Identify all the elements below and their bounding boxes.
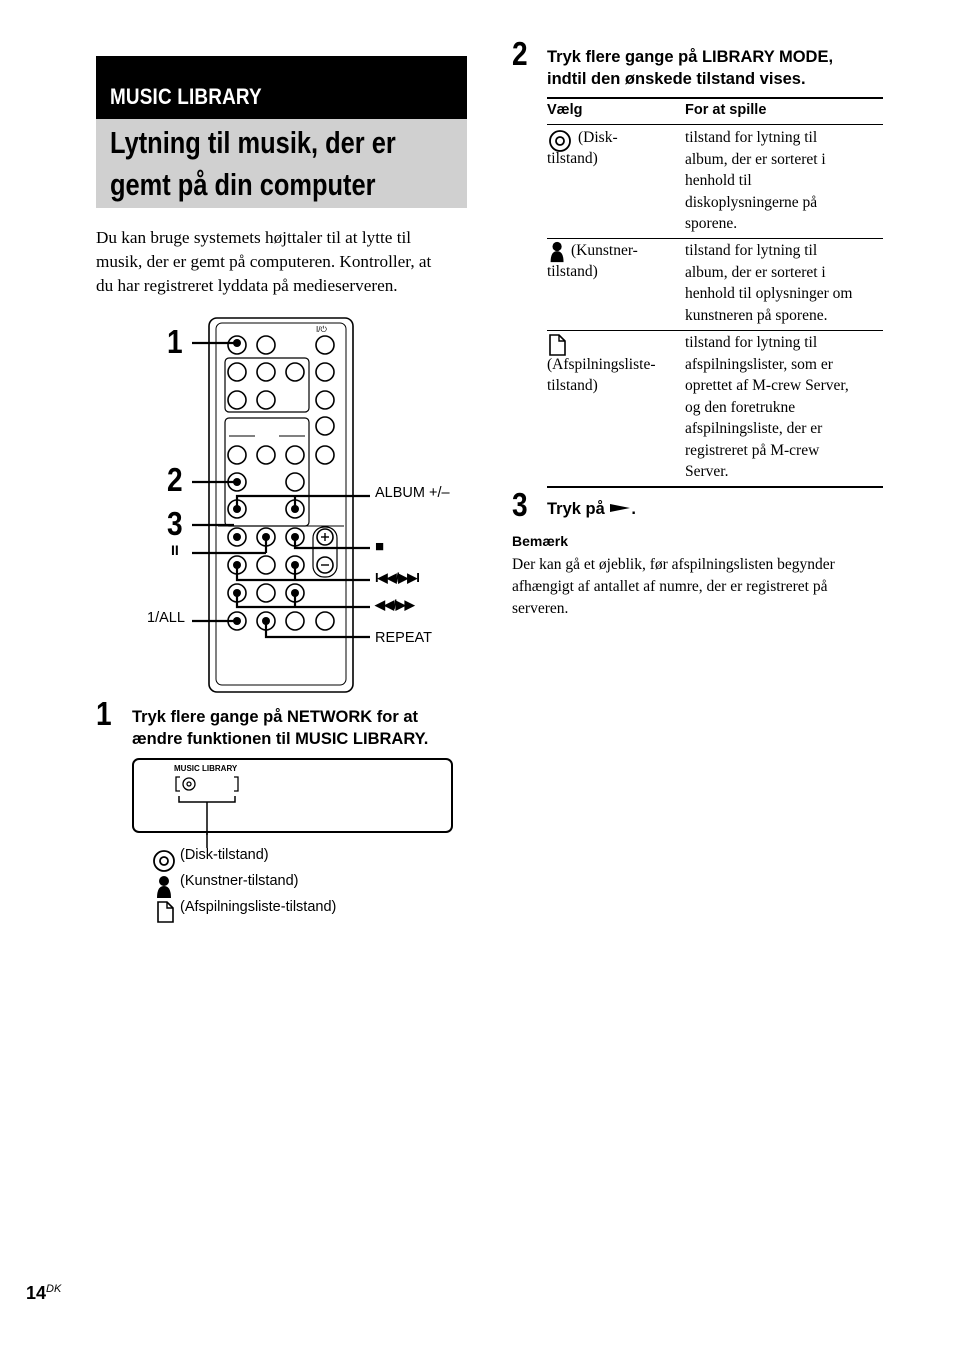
callout-1: 1 (167, 323, 183, 360)
note-body: Der kan gå et øjeblik, før afspilningsli… (512, 554, 872, 620)
step-3-label: Tryk på (547, 500, 605, 518)
desc-line: afspilningslister, som er (685, 355, 833, 373)
table-row-1-mode: (Disk- (578, 129, 618, 146)
callout-2: 2 (167, 461, 183, 498)
table-row-2-mode: tilstand) (547, 263, 598, 280)
note-line: serveren. (512, 600, 569, 617)
disc-icon (549, 130, 571, 152)
table-bottom-rule (547, 486, 883, 488)
display-illustration (132, 758, 453, 835)
step-2-text: Tryk flere gange på LIBRARY MODE, indtil… (547, 46, 907, 90)
section-header-bar (96, 56, 467, 119)
desc-line: og den foretrukne (685, 398, 796, 416)
step-2-number: 2 (512, 35, 528, 72)
table-header-play: For at spille (685, 102, 767, 118)
play-icon (610, 504, 631, 512)
pause-symbol: II (171, 542, 179, 558)
desc-line: diskoplysningerne på (685, 193, 818, 211)
remote-control-illustration (192, 317, 370, 693)
title-box (96, 119, 467, 208)
page-number: 14 (26, 1283, 47, 1303)
note-line: afhængigt af antallet af numre, der er r… (512, 578, 828, 595)
table-row-3-mode: tilstand) (547, 377, 598, 394)
one-all-label: 1/ALL (147, 610, 185, 626)
page-number-suffix: DK (46, 1283, 62, 1295)
table-row-3-mode: (Afspilningsliste- (547, 356, 656, 373)
album-label: ALBUM +/– (375, 485, 450, 501)
desc-line: henhold til (685, 172, 752, 189)
title-line-2: gemt på din computer (110, 167, 376, 202)
desc-line: henhold til oplysninger om (685, 285, 853, 302)
document-icon (157, 901, 174, 923)
legend-playlist: (Afspilningsliste-tilstand) (180, 899, 337, 915)
step-1-line: ændre funktionen til MUSIC LIBRARY. (132, 730, 429, 748)
display-leader (206, 832, 208, 848)
desc-line: tilstand for lytning til (685, 334, 818, 351)
intro-line: Du kan bruge systemets højttaler til at … (96, 228, 412, 247)
note-heading: Bemærk (512, 533, 569, 549)
desc-line: sporene. (685, 215, 738, 232)
power-symbol: I/⏻ (316, 325, 327, 334)
step-3-number: 3 (512, 486, 528, 523)
desc-line: tilstand for lytning til (685, 242, 818, 259)
table-rule (547, 238, 883, 239)
disc-icon (153, 850, 175, 872)
person-icon (550, 241, 564, 263)
table-row-2-mode: (Kunstner- (571, 242, 638, 259)
step-2-line: indtil den ønskede tilstand vises. (547, 70, 806, 88)
desc-line: album, der er sorteret i (685, 263, 826, 281)
table-row-3-desc: tilstand for lytning til afspilningslist… (685, 332, 883, 483)
step-1-number: 1 (96, 695, 112, 732)
desc-line: kunstneren på sporene. (685, 306, 828, 324)
intro-line: musik, der er gemt på computeren. Kontro… (96, 252, 432, 271)
legend-disk: (Disk-tilstand) (180, 847, 269, 863)
table-rule (547, 124, 883, 125)
intro-paragraph: Du kan bruge systemets højttaler til at … (96, 226, 468, 298)
person-icon (157, 876, 171, 898)
desc-line: afspilningsliste, der er (685, 420, 823, 437)
rewind-forward-symbol: ◀◀/▶▶ (375, 597, 415, 612)
note-line: Der kan gå et øjeblik, før afspilningsli… (512, 556, 835, 573)
prev-next-symbol: I◀◀/▶▶I (375, 570, 420, 585)
table-row-2-desc: tilstand for lytning til album, der er s… (685, 240, 880, 326)
step-1-line: Tryk flere gange på NETWORK for at (132, 708, 419, 726)
intro-line: du har registreret lyddata på medieserve… (96, 276, 398, 295)
step-1-text: Tryk flere gange på NETWORK for at ændre… (132, 706, 472, 750)
step-2-line: Tryk flere gange på LIBRARY MODE, (547, 48, 834, 66)
stop-symbol: ■ (375, 538, 385, 555)
table-top-rule (547, 97, 883, 99)
desc-line: oprettet af M-crew Server, (685, 377, 849, 394)
step-3-text: Tryk på . (547, 498, 636, 520)
section-label: MUSIC LIBRARY (110, 84, 262, 109)
desc-line: album, der er sorteret i (685, 150, 826, 168)
desc-line: registreret på M-crew (685, 441, 820, 459)
display-label: MUSIC LIBRARY (174, 764, 238, 773)
repeat-label: REPEAT (375, 630, 432, 646)
legend-artist: (Kunstner-tilstand) (180, 873, 299, 889)
title-line-1: Lytning til musik, der er (110, 125, 396, 160)
table-row-1-desc: tilstand for lytning til album, der er s… (685, 127, 880, 235)
table-row-1-mode: tilstand) (547, 150, 598, 167)
table-rule (547, 330, 883, 331)
document-icon (549, 334, 566, 356)
page-title: Lytning til musik, der er gemt på din co… (110, 122, 454, 206)
step-3-suffix: . (631, 500, 636, 518)
table-header-select: Vælg (547, 102, 583, 118)
desc-line: Server. (685, 463, 729, 480)
desc-line: tilstand for lytning til (685, 129, 818, 146)
callout-3: 3 (167, 505, 183, 542)
